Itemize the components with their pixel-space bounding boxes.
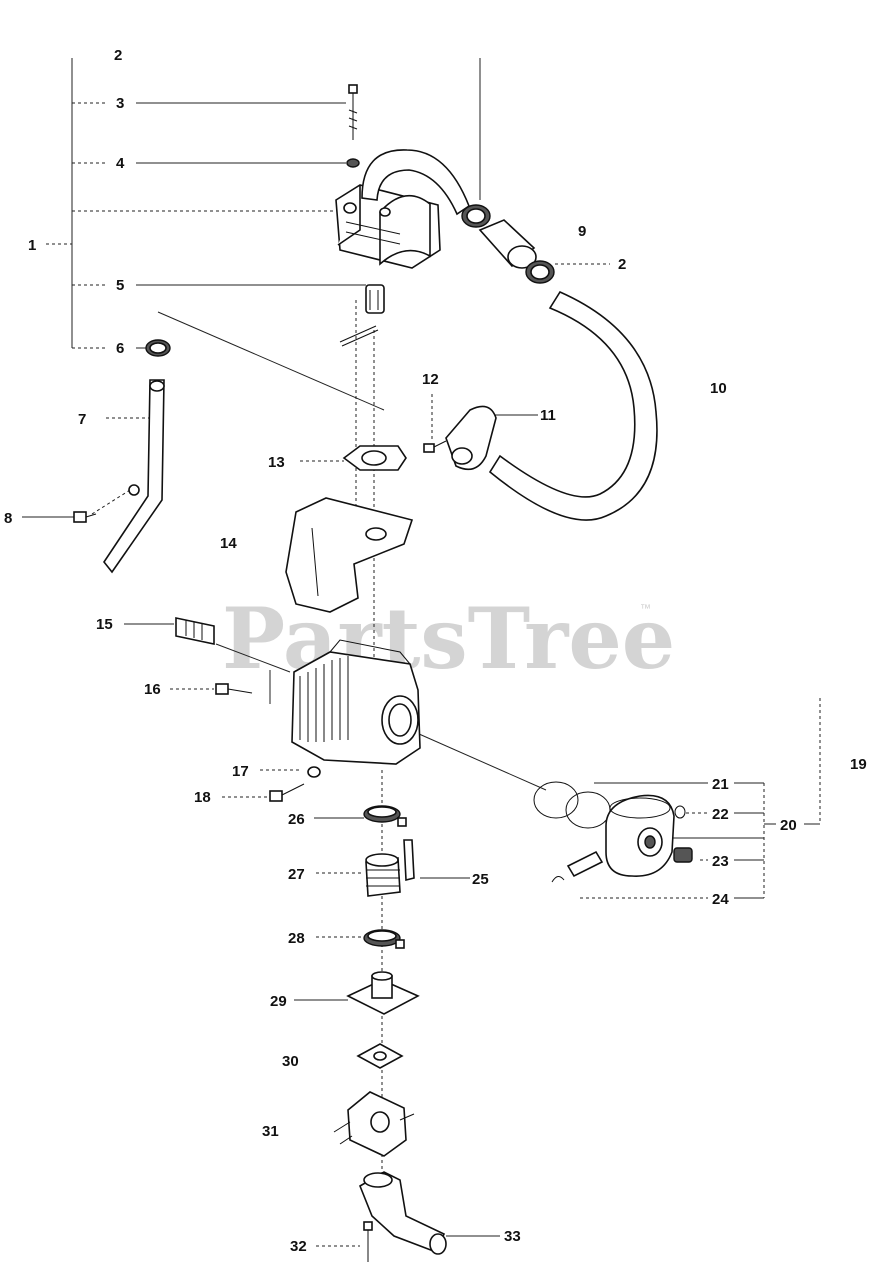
callout-33[interactable]: 33: [504, 1228, 521, 1245]
cylinder-icon: [291, 639, 421, 765]
washer-icon: [307, 766, 321, 778]
intake-adapter-icon: [346, 971, 420, 1015]
callout-10[interactable]: 10: [710, 380, 727, 397]
callout-23[interactable]: 23: [712, 853, 729, 870]
callout-16[interactable]: 16: [144, 681, 161, 698]
callout-6[interactable]: 6: [116, 340, 124, 357]
stud-icon: [339, 284, 385, 347]
callout-8[interactable]: 8: [4, 510, 12, 527]
screw-icon: [269, 783, 305, 802]
callout-30[interactable]: 30: [282, 1053, 299, 1070]
callout-31[interactable]: 31: [262, 1123, 279, 1140]
gasket-icon: [356, 1043, 404, 1069]
tube-icon: [488, 290, 658, 521]
callout-15[interactable]: 15: [96, 616, 113, 633]
needle-bearing-icon: [673, 847, 693, 863]
callout-2-right[interactable]: 2: [618, 256, 626, 273]
watermark-brand: PartsTree: [222, 589, 675, 688]
bracket-icon: [445, 405, 497, 471]
callout-19[interactable]: 19: [850, 756, 867, 773]
screw-icon: [215, 683, 253, 695]
watermark-trademark: ™: [640, 603, 651, 615]
spark-plug-icon: [175, 617, 215, 645]
callout-11[interactable]: 11: [540, 407, 556, 424]
callout-9[interactable]: 9: [578, 223, 586, 240]
callout-22[interactable]: 22: [712, 806, 729, 823]
screw-icon: [348, 84, 358, 140]
callout-2-top[interactable]: 2: [114, 47, 122, 64]
callout-14[interactable]: 14: [220, 535, 237, 552]
callout-13[interactable]: 13: [268, 454, 285, 471]
hose-clamp-icon: [363, 929, 405, 949]
callout-labels: 2 3 4 1 5 6 9 2 10 12 11 7 13 8 14 15 16…: [4, 47, 867, 1255]
intake-boot-icon: [365, 853, 401, 897]
callout-12[interactable]: 12: [422, 371, 439, 388]
callout-21[interactable]: 21: [712, 776, 729, 793]
screw-icon: [363, 1221, 373, 1262]
heat-shield-icon: [285, 497, 414, 613]
gasket-icon: [342, 445, 407, 471]
callout-28[interactable]: 28: [288, 930, 305, 947]
parts-illustration: [73, 84, 693, 1262]
watermark: PartsTree ™: [222, 589, 675, 688]
callout-17[interactable]: 17: [232, 763, 249, 780]
screw-icon: [73, 484, 140, 523]
piston-pin-icon: [551, 850, 604, 883]
carburetor-icon: [333, 1091, 415, 1157]
callout-5[interactable]: 5: [116, 277, 124, 294]
callout-27[interactable]: 27: [288, 866, 305, 883]
intake-elbow-icon: [359, 1171, 447, 1255]
callout-25[interactable]: 25: [472, 871, 489, 888]
leader-lines: [22, 58, 821, 1247]
pipe-coupler-icon: [461, 204, 555, 284]
callout-29[interactable]: 29: [270, 993, 287, 1010]
circlip-icon: [674, 805, 686, 819]
callout-3[interactable]: 3: [116, 95, 124, 112]
callout-26[interactable]: 26: [288, 811, 305, 828]
impulse-hose-icon: [403, 839, 415, 882]
piston-ring-icon: [533, 781, 611, 829]
piston-icon: [605, 794, 675, 877]
callout-20[interactable]: 20: [780, 817, 797, 834]
muffler-icon: [335, 184, 441, 269]
callout-24[interactable]: 24: [712, 891, 729, 908]
callout-4[interactable]: 4: [116, 155, 125, 172]
callout-18[interactable]: 18: [194, 789, 211, 806]
callout-7[interactable]: 7: [78, 411, 86, 428]
callout-32[interactable]: 32: [290, 1238, 307, 1255]
washer-icon: [346, 158, 360, 168]
clamp-icon: [145, 339, 171, 357]
pipe-icon: [103, 379, 165, 574]
hose-clamp-icon: [363, 805, 407, 827]
callout-1[interactable]: 1: [28, 237, 36, 254]
screw-icon: [423, 440, 447, 453]
